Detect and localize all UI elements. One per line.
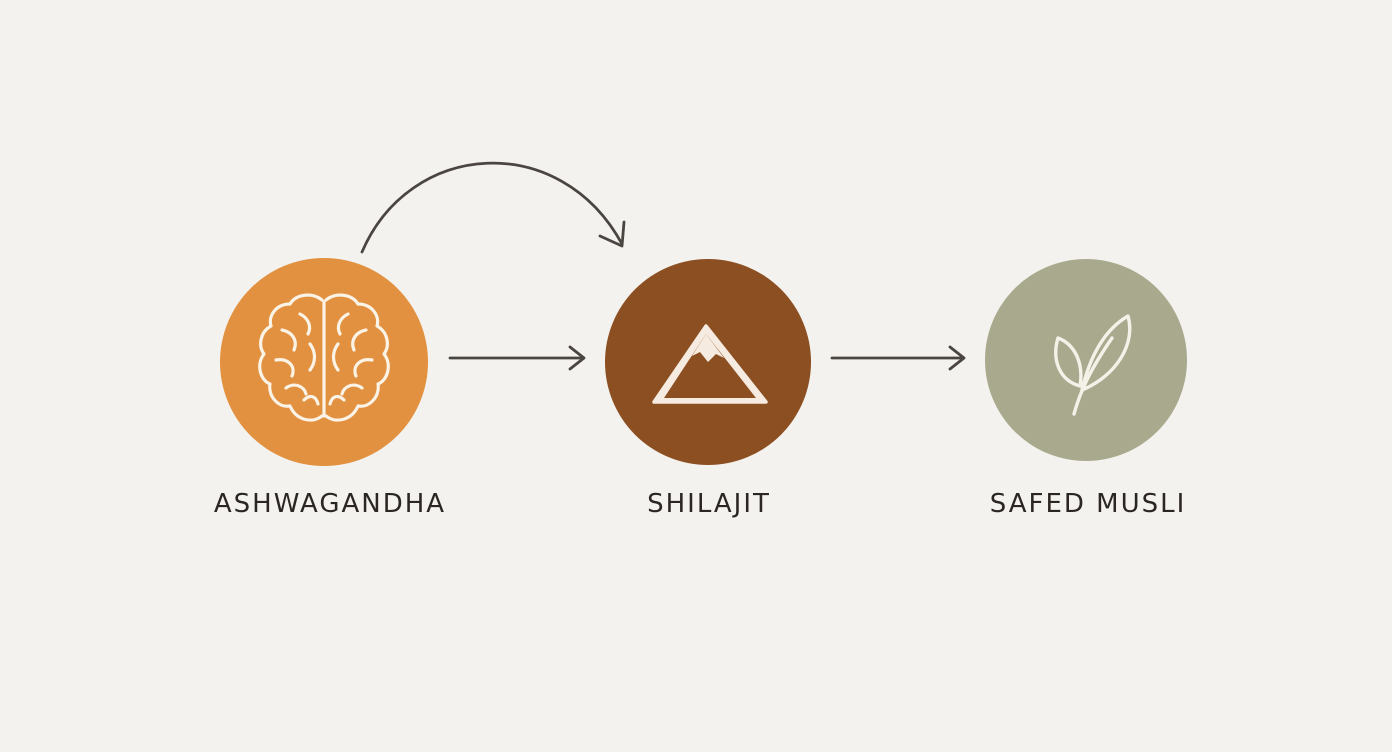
label-ashwagandha: ASHWAGANDHA (213, 489, 447, 519)
arrow-1-to-2 (448, 345, 586, 371)
mountain-icon (652, 324, 768, 404)
node-safed-musli (985, 259, 1187, 461)
curved-arrow (360, 161, 624, 254)
brain-icon (258, 293, 390, 422)
label-shilajit: SHILAJIT (647, 489, 771, 519)
node-ashwagandha (220, 258, 428, 466)
label-safed-musli: SAFED MUSLI (989, 489, 1187, 519)
node-circle (985, 259, 1187, 461)
node-shilajit (605, 259, 811, 465)
leaf-icon (1054, 314, 1132, 416)
arrow-2-to-3 (830, 345, 966, 371)
curved-arrow-head (598, 220, 626, 248)
